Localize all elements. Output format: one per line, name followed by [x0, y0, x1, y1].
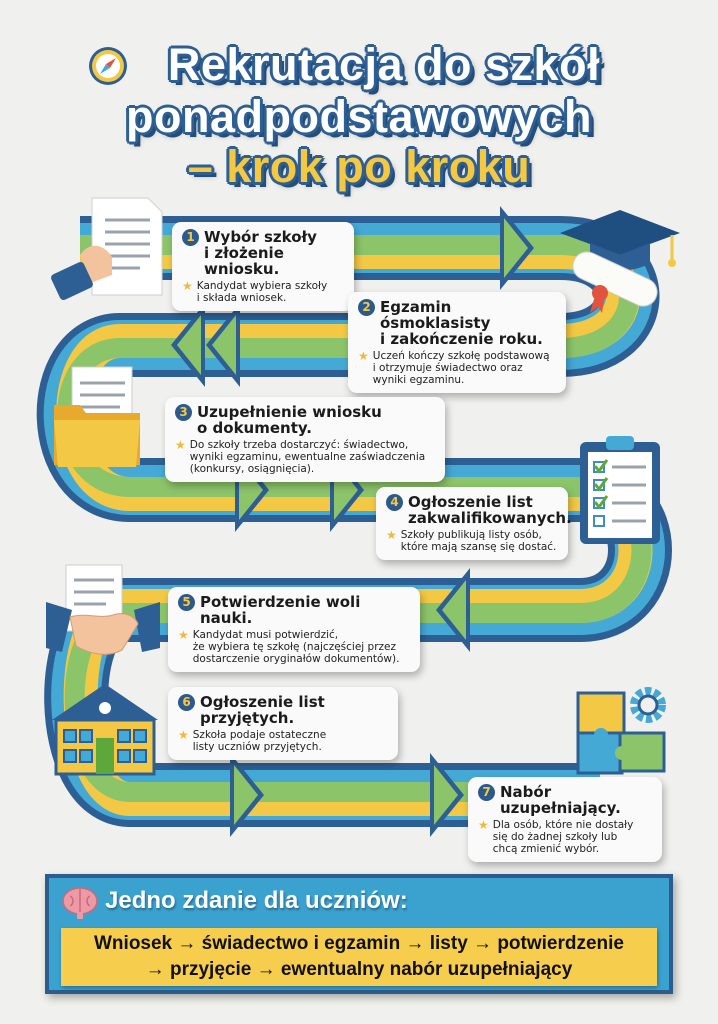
step-title-line: Ogłoszenie list: [408, 493, 533, 511]
step-title-line: Egzamin ósmoklasisty: [380, 298, 491, 332]
star-icon: ★: [178, 628, 189, 642]
step-title-line: Uzupełnienie wniosku: [197, 403, 382, 421]
step-title-line: Nabór uzupełniający.: [500, 783, 621, 817]
step-number-badge: 4: [386, 494, 403, 511]
step-desc-line: chcą zmienić wybór.: [492, 843, 600, 855]
step-description: ★Do szkoły trzeba dostarczyć: świadectwo…: [175, 439, 435, 475]
step-heading: 5 Potwierdzenie woli nauki.: [178, 594, 410, 626]
arrowhead-inner: [177, 315, 201, 375]
step-desc-line: Do szkoły trzeba dostarczyć: świadectwo,: [189, 439, 409, 451]
summary-line-2: → przyjęcie → ewentualny nabór uzupełnia…: [145, 959, 573, 980]
step-number-badge: 2: [358, 299, 375, 316]
step-title: Potwierdzenie woli nauki.: [200, 594, 410, 626]
step-title-line: Wybór szkoły: [204, 228, 317, 246]
folder-icon: [54, 366, 140, 467]
step-desc-line: Szkoły publikują listy osób,: [400, 529, 542, 541]
document-hand-icon: [51, 197, 163, 300]
puzzle-gear-icon: [576, 687, 666, 775]
step-title-line: i zakończenie roku.: [380, 330, 543, 348]
step-desc-line: Uczeń kończy szkołę podstawową: [372, 350, 550, 362]
step-desc-line: Szkoła podaje ostateczne: [192, 729, 327, 741]
step-title-line: zakwalifikowanych.: [408, 509, 572, 527]
step-number-badge: 6: [178, 694, 195, 711]
summary-title: Jedno zdanie dla uczniów:: [105, 887, 408, 914]
step-desc-line: i otrzymuje świadectwo oraz: [372, 362, 523, 374]
school-building-icon: [52, 684, 158, 776]
star-icon: ★: [182, 279, 193, 293]
summary-line-1: Wniosek → świadectwo i egzamin → listy →…: [94, 933, 624, 954]
step-description: ★Szkoły publikują listy osób,które mają …: [386, 529, 558, 553]
star-icon: ★: [386, 528, 397, 542]
title-text-1: Rekrutacja do szkół: [167, 39, 601, 90]
step-desc-line: i składa wniosek.: [196, 292, 287, 304]
step-desc-line: Kandydat wybiera szkoły: [196, 280, 328, 292]
step-desc-line: (konkursy, osiągnięcia).: [189, 463, 315, 475]
arrowhead-inner: [434, 765, 458, 825]
step-desc-line: wyniki egzaminu.: [372, 374, 465, 386]
star-icon: ★: [478, 818, 489, 832]
star-icon: ★: [358, 349, 369, 363]
step-number-badge: 1: [182, 229, 199, 246]
step-title-line: Ogłoszenie list przyjętych.: [200, 693, 325, 727]
handshake-icon: [46, 564, 160, 655]
step-title: Ogłoszenie list przyjętych.: [200, 694, 388, 726]
step-desc-line: dostarczenie oryginałów dokumentów).: [192, 653, 400, 665]
arrowhead-inner: [504, 218, 528, 278]
arrowhead-inner: [442, 580, 466, 640]
step-heading: 7 Nabór uzupełniający.: [478, 784, 652, 816]
checklist-clipboard-icon: [580, 436, 660, 544]
compass-icon: [89, 47, 127, 85]
arrowhead-inner: [212, 315, 236, 375]
step-desc-line: że wybiera tę szkołę (najczęściej przez: [192, 641, 397, 653]
title-line-3: – krok po kroku: [187, 141, 531, 192]
step-title-line: Potwierdzenie woli nauki.: [200, 593, 361, 627]
step-title: Nabór uzupełniający.: [500, 784, 652, 816]
step-heading: 6 Ogłoszenie list przyjętych.: [178, 694, 388, 726]
graduation-cap-diploma-icon: [560, 210, 680, 313]
title-line-2: ponadpodstawowych: [125, 91, 592, 142]
step-title-line: o dokumenty.: [197, 419, 312, 437]
summary-sentence: Wniosek → świadectwo i egzamin → listy →…: [61, 928, 657, 986]
arrowhead-inner: [234, 765, 258, 825]
step-number-badge: 7: [478, 784, 495, 801]
step-number-badge: 3: [175, 404, 192, 421]
step-title-line: i złożenie wniosku.: [204, 244, 284, 278]
step-desc-line: wyniki egzaminu, ewentualne zaświadczeni…: [189, 451, 426, 463]
star-icon: ★: [178, 728, 189, 742]
title-line-1: Rekrutacja do szkół: [0, 40, 718, 90]
summary-box: Jedno zdanie dla uczniów: Wniosek → świa…: [45, 874, 673, 994]
step-number-badge: 5: [178, 594, 195, 611]
step-description: ★Kandydat musi potwierdzić,że wybiera tę…: [178, 629, 410, 665]
step-desc-line: które mają szansę się dostać.: [400, 541, 557, 553]
step-desc-line: się do żadnej szkoły lub: [492, 831, 618, 843]
step-desc-line: listy uczniów przyjętych.: [192, 741, 322, 753]
brain-icon: [62, 887, 98, 919]
star-icon: ★: [175, 438, 186, 452]
step-desc-line: Dla osób, które nie dostały: [492, 819, 634, 831]
step-desc-line: Kandydat musi potwierdzić,: [192, 629, 339, 641]
